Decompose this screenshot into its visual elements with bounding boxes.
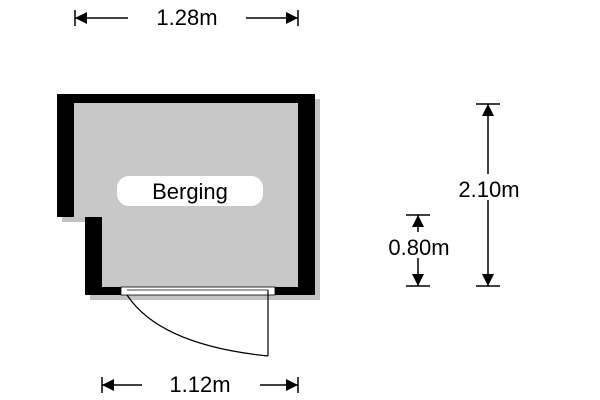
top-width-label: 1.28m [156, 5, 217, 30]
bottom-width-label: 1.12m [169, 372, 230, 397]
height-label: 2.10m [458, 177, 519, 202]
door-height-label: 0.80m [388, 235, 449, 260]
room-label: Berging [152, 179, 228, 204]
door-swing-arc [126, 294, 269, 357]
room-label-background [117, 176, 263, 206]
door-opening [120, 286, 276, 296]
